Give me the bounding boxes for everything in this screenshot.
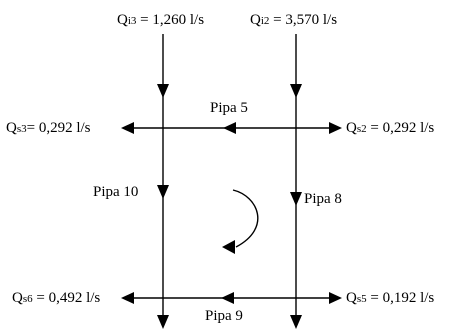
arrow-down-pipe8 bbox=[290, 192, 302, 206]
arrow-left-qs3 bbox=[121, 122, 134, 134]
pipe-label-9: Pipa 9 bbox=[205, 308, 243, 324]
arrow-down-right-outflow bbox=[290, 315, 302, 329]
arrow-right-qs2 bbox=[329, 122, 342, 134]
arrow-down-left-outflow bbox=[157, 315, 169, 329]
arc-arrowhead-icon bbox=[222, 240, 235, 254]
label-qi2: Qi2 = 3,570 l/s bbox=[250, 12, 338, 28]
arrow-left-qs6 bbox=[121, 292, 134, 304]
clockwise-loop-arc bbox=[232, 189, 259, 248]
arrow-down-right-inflow bbox=[290, 84, 302, 98]
arrow-down-pipe10 bbox=[157, 185, 169, 199]
arrow-left-pipe5 bbox=[223, 122, 236, 134]
arrow-left-pipe9 bbox=[221, 292, 234, 304]
pipe-label-5: Pipa 5 bbox=[210, 100, 248, 116]
label-qi3: Qi3 = 1,260 l/s bbox=[117, 12, 205, 28]
label-qs3: Qs3= 0,292 l/s bbox=[6, 120, 91, 136]
label-qs5: Qs5 = 0,192 l/s bbox=[346, 290, 435, 306]
pipe-label-8: Pipa 8 bbox=[304, 191, 342, 207]
arrow-right-qs5 bbox=[329, 292, 342, 304]
pipe-label-10: Pipa 10 bbox=[93, 184, 139, 200]
label-qs6: Qs6 = 0,492 l/s bbox=[12, 290, 101, 306]
label-qs2: Qs2 = 0,292 l/s bbox=[346, 120, 435, 136]
arrow-down-left-inflow bbox=[157, 84, 169, 98]
